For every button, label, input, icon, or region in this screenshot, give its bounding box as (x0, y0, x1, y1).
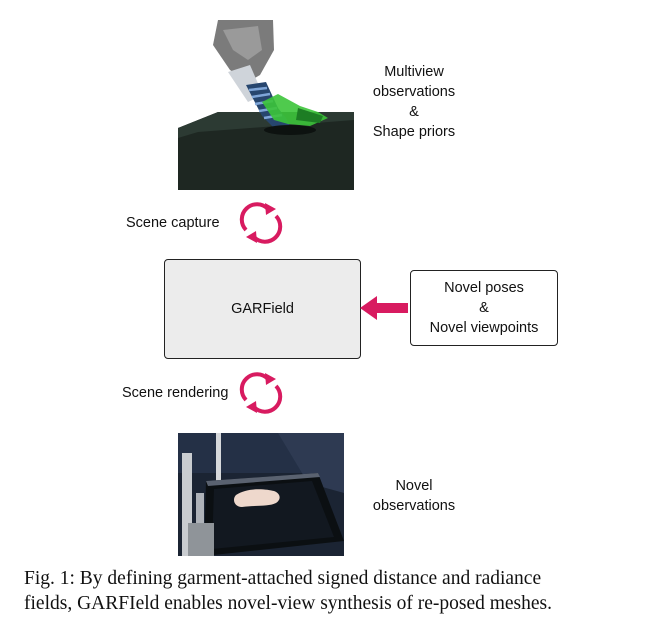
caption-line-2: fields, GARFIeld enables novel-view synt… (24, 593, 553, 614)
garfield-model-box: GARField (164, 259, 361, 359)
novel-observation-image (178, 433, 344, 556)
top-label-line-2: observations (372, 84, 456, 100)
top-label-line-1: Multiview (384, 64, 444, 80)
novel-input-line-2: & (479, 300, 489, 316)
bottom-label-line-2: observations (372, 498, 456, 514)
figure-caption: Fig. 1: By defining garment-attached sig… (24, 566, 636, 616)
top-label-line-3: & (409, 104, 419, 120)
garfield-label: GARField (231, 301, 294, 317)
caption-line-1: Fig. 1: By defining garment-attached sig… (24, 568, 542, 589)
multiview-observation-image (178, 20, 354, 190)
novel-input-line-1: Novel poses (444, 280, 524, 296)
multiview-observations-label: Multiview observations & Shape priors (372, 62, 456, 142)
scene-capture-label: Scene capture (126, 215, 220, 231)
left-arrow-icon (360, 296, 408, 320)
top-label-line-4: Shape priors (372, 124, 456, 140)
novel-poses-box: Novel poses & Novel viewpoints (410, 270, 558, 346)
novel-input-line-3: Novel viewpoints (429, 320, 539, 336)
novel-observations-label: Novel observations (372, 476, 456, 516)
cycle-arrows-icon (239, 372, 283, 414)
scene-rendering-label: Scene rendering (122, 385, 229, 401)
cycle-arrows-icon (239, 202, 283, 244)
bottom-label-line-1: Novel (395, 478, 433, 494)
